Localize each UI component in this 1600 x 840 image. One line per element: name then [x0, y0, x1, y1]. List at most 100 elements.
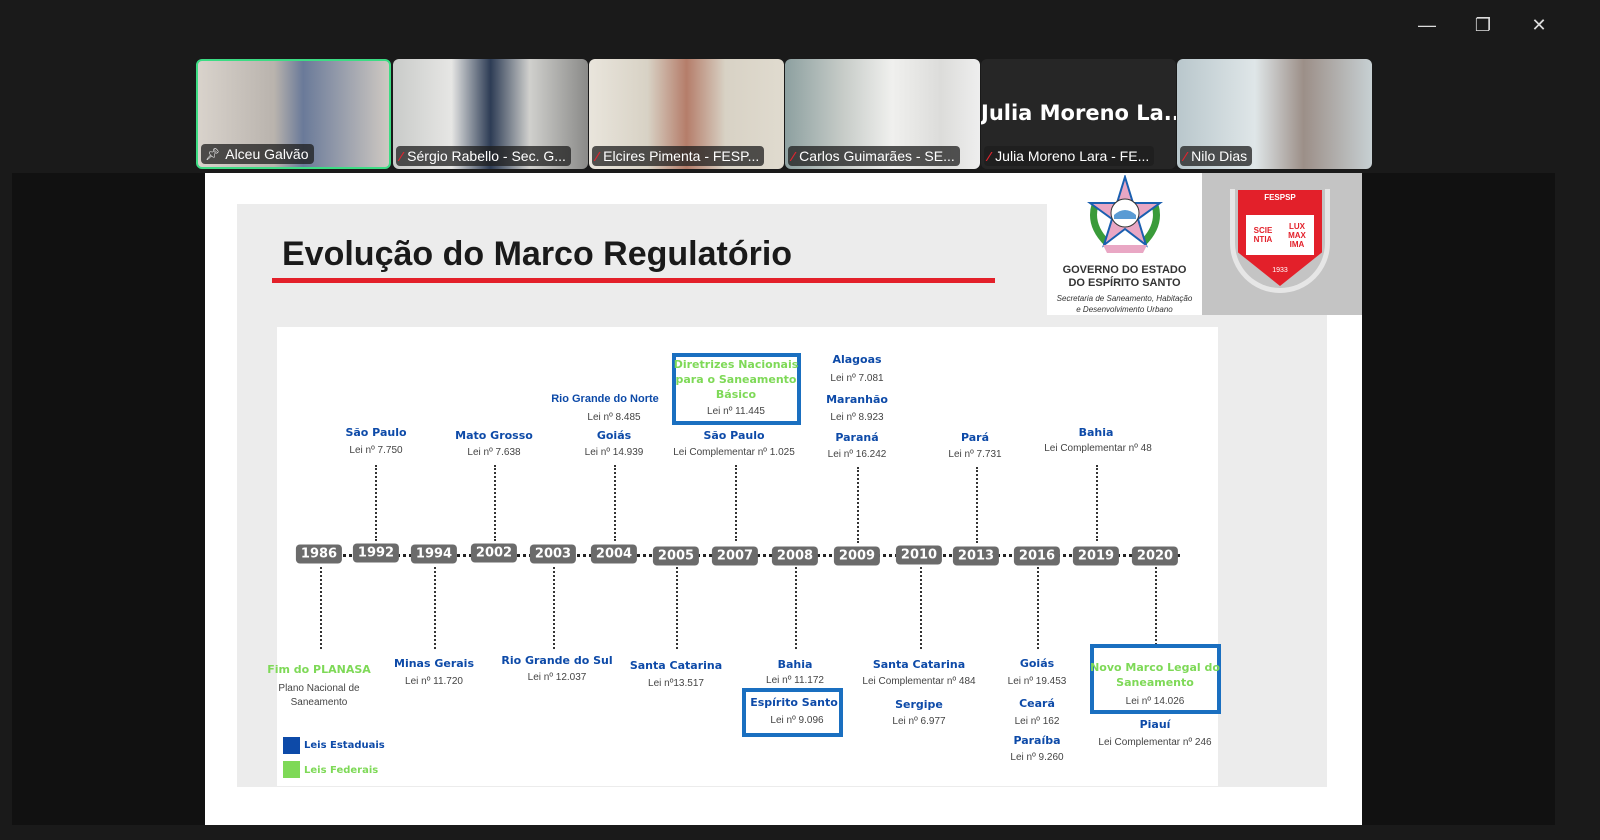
law-number: Lei Complementar nº 48 — [1044, 443, 1152, 454]
state-name: São Paulo — [703, 429, 765, 442]
muted-mic-icon: ⁄ — [596, 148, 599, 164]
law-number: Lei nº 12.037 — [527, 672, 587, 683]
minimize-button[interactable]: — — [1418, 15, 1436, 35]
participant-name: Sérgio Rabello - Sec. G... — [407, 148, 566, 164]
state-name: Rio Grande do Norte — [551, 393, 659, 405]
year-2005: 2005 — [652, 546, 700, 566]
muted-mic-icon: ⁄ — [400, 148, 403, 164]
participant-name: Nilo Dias — [1191, 148, 1248, 164]
participant-tile[interactable]: Julia Moreno La... ⁄Julia Moreno Lara - … — [981, 59, 1176, 169]
legend-label: Leis Estaduais — [304, 740, 385, 751]
participant-name: Alceu Galvão — [225, 146, 309, 162]
law-number: Lei Complementar nº 246 — [1098, 737, 1212, 748]
state-name: Santa Catarina — [872, 658, 966, 671]
logo-text: Secretaria de Saneamento, Habitação — [1056, 294, 1193, 303]
law-number: Lei nº 7.750 — [349, 445, 403, 456]
legend-swatch-federal — [283, 761, 300, 778]
logo-text: GOVERNO DO ESTADO — [1062, 264, 1187, 276]
law-number: Lei nº 11.445 — [707, 406, 765, 417]
connector — [1155, 567, 1157, 645]
participant-tile[interactable]: ⁄Sérgio Rabello - Sec. G... — [393, 59, 588, 169]
connector — [1037, 567, 1039, 649]
law-number: Lei nº 9.096 — [770, 715, 824, 726]
law-number: Lei nº 7.638 — [467, 447, 521, 458]
federal-law-title: Saneamento — [1116, 676, 1194, 689]
law-number: Lei nº13.517 — [648, 678, 704, 689]
state-name: Goiás — [596, 429, 632, 442]
highlight-box — [742, 688, 843, 737]
logo-text: FESPSP — [1264, 193, 1296, 202]
participant-tile[interactable]: ⁄Elcires Pimenta - FESP... — [589, 59, 784, 169]
connector — [676, 567, 678, 649]
year-2003: 2003 — [529, 544, 577, 564]
year-2009: 2009 — [833, 546, 881, 566]
connector — [920, 567, 922, 649]
law-number: Lei nº 162 — [1014, 716, 1060, 727]
participant-tile[interactable]: ⁄Nilo Dias — [1177, 59, 1372, 169]
es-coat-of-arms-icon — [1086, 173, 1164, 255]
year-2016: 2016 — [1013, 546, 1061, 566]
year-1986: 1986 — [295, 544, 343, 564]
federal-law-title: Fim do PLANASA — [267, 663, 371, 676]
state-name: São Paulo — [345, 426, 407, 439]
year-2019: 2019 — [1072, 546, 1120, 566]
state-name: Alagoas — [832, 353, 882, 366]
legend-label: Leis Federais — [304, 765, 379, 776]
state-name: Paraíba — [1013, 734, 1061, 747]
participant-display-name: Julia Moreno La... — [981, 101, 1176, 125]
federal-law-title: para o Saneamento — [675, 373, 797, 386]
state-name: Pará — [960, 431, 990, 444]
state-name: Piauí — [1139, 718, 1171, 731]
law-number: Lei nº 19.453 — [1007, 676, 1067, 687]
year-2020: 2020 — [1131, 546, 1179, 566]
federal-law-box — [672, 353, 801, 425]
slide-title: Evolução do Marco Regulatório — [282, 235, 793, 273]
connector — [1096, 465, 1098, 541]
year-2002: 2002 — [470, 543, 518, 563]
law-number: Lei Complementar nº 484 — [862, 676, 976, 687]
state-name: Minas Gerais — [393, 657, 475, 670]
state-name: Sergipe — [895, 698, 943, 711]
connector — [553, 567, 555, 649]
connector — [735, 465, 737, 541]
participant-tile[interactable]: 📌︎Alceu Galvão — [196, 59, 391, 169]
connector — [795, 567, 797, 649]
year-2007: 2007 — [711, 546, 759, 566]
law-number: Lei nº 7.081 — [830, 373, 884, 384]
federal-law-title: Diretrizes Nacionais — [673, 358, 799, 371]
connector — [614, 465, 616, 541]
law-number: Lei nº 8.923 — [830, 412, 884, 423]
law-number: Lei nº 11.720 — [405, 676, 463, 687]
participant-name: Carlos Guimarães - SE... — [799, 148, 955, 164]
connector — [976, 467, 978, 543]
participant-tile[interactable]: ⁄Carlos Guimarães - SE... — [785, 59, 980, 169]
year-2008: 2008 — [771, 546, 819, 566]
connector — [494, 465, 496, 541]
title-underline — [272, 278, 995, 283]
state-name: Ceará — [1019, 697, 1055, 710]
state-name: Espírito Santo — [750, 696, 838, 709]
state-name: Bahia — [1078, 426, 1114, 439]
logo-text: LUX MAX IMA — [1288, 221, 1306, 249]
close-button[interactable]: ✕ — [1531, 15, 1547, 35]
state-name: Goiás — [1019, 657, 1055, 670]
law-number: Lei nº 6.977 — [892, 716, 946, 727]
state-name: Santa Catarina — [629, 659, 723, 672]
law-number: Lei nº 9.260 — [1010, 752, 1064, 763]
logo-text: DO ESPÍRITO SANTO — [1068, 277, 1181, 289]
logo-text: SCIE NTIA — [1253, 226, 1273, 244]
presentation-slide: Evolução do Marco Regulatório GOVERNO DO… — [205, 173, 1362, 825]
law-number: Lei nº 8.485 — [587, 412, 641, 423]
law-number: Lei nº 7.731 — [948, 449, 1002, 460]
connector — [857, 467, 859, 543]
restore-button[interactable]: ❐ — [1474, 15, 1492, 35]
year-2004: 2004 — [590, 544, 638, 564]
law-description: Plano Nacional de — [278, 683, 360, 694]
state-name: Rio Grande do Sul — [501, 654, 613, 667]
year-1994: 1994 — [410, 544, 458, 564]
muted-mic-icon: ⁄ — [988, 148, 991, 164]
law-number: Lei Complementar nº 1.025 — [673, 447, 795, 458]
year-2013: 2013 — [952, 546, 1000, 566]
connector — [434, 567, 436, 649]
year-2010: 2010 — [895, 545, 943, 565]
